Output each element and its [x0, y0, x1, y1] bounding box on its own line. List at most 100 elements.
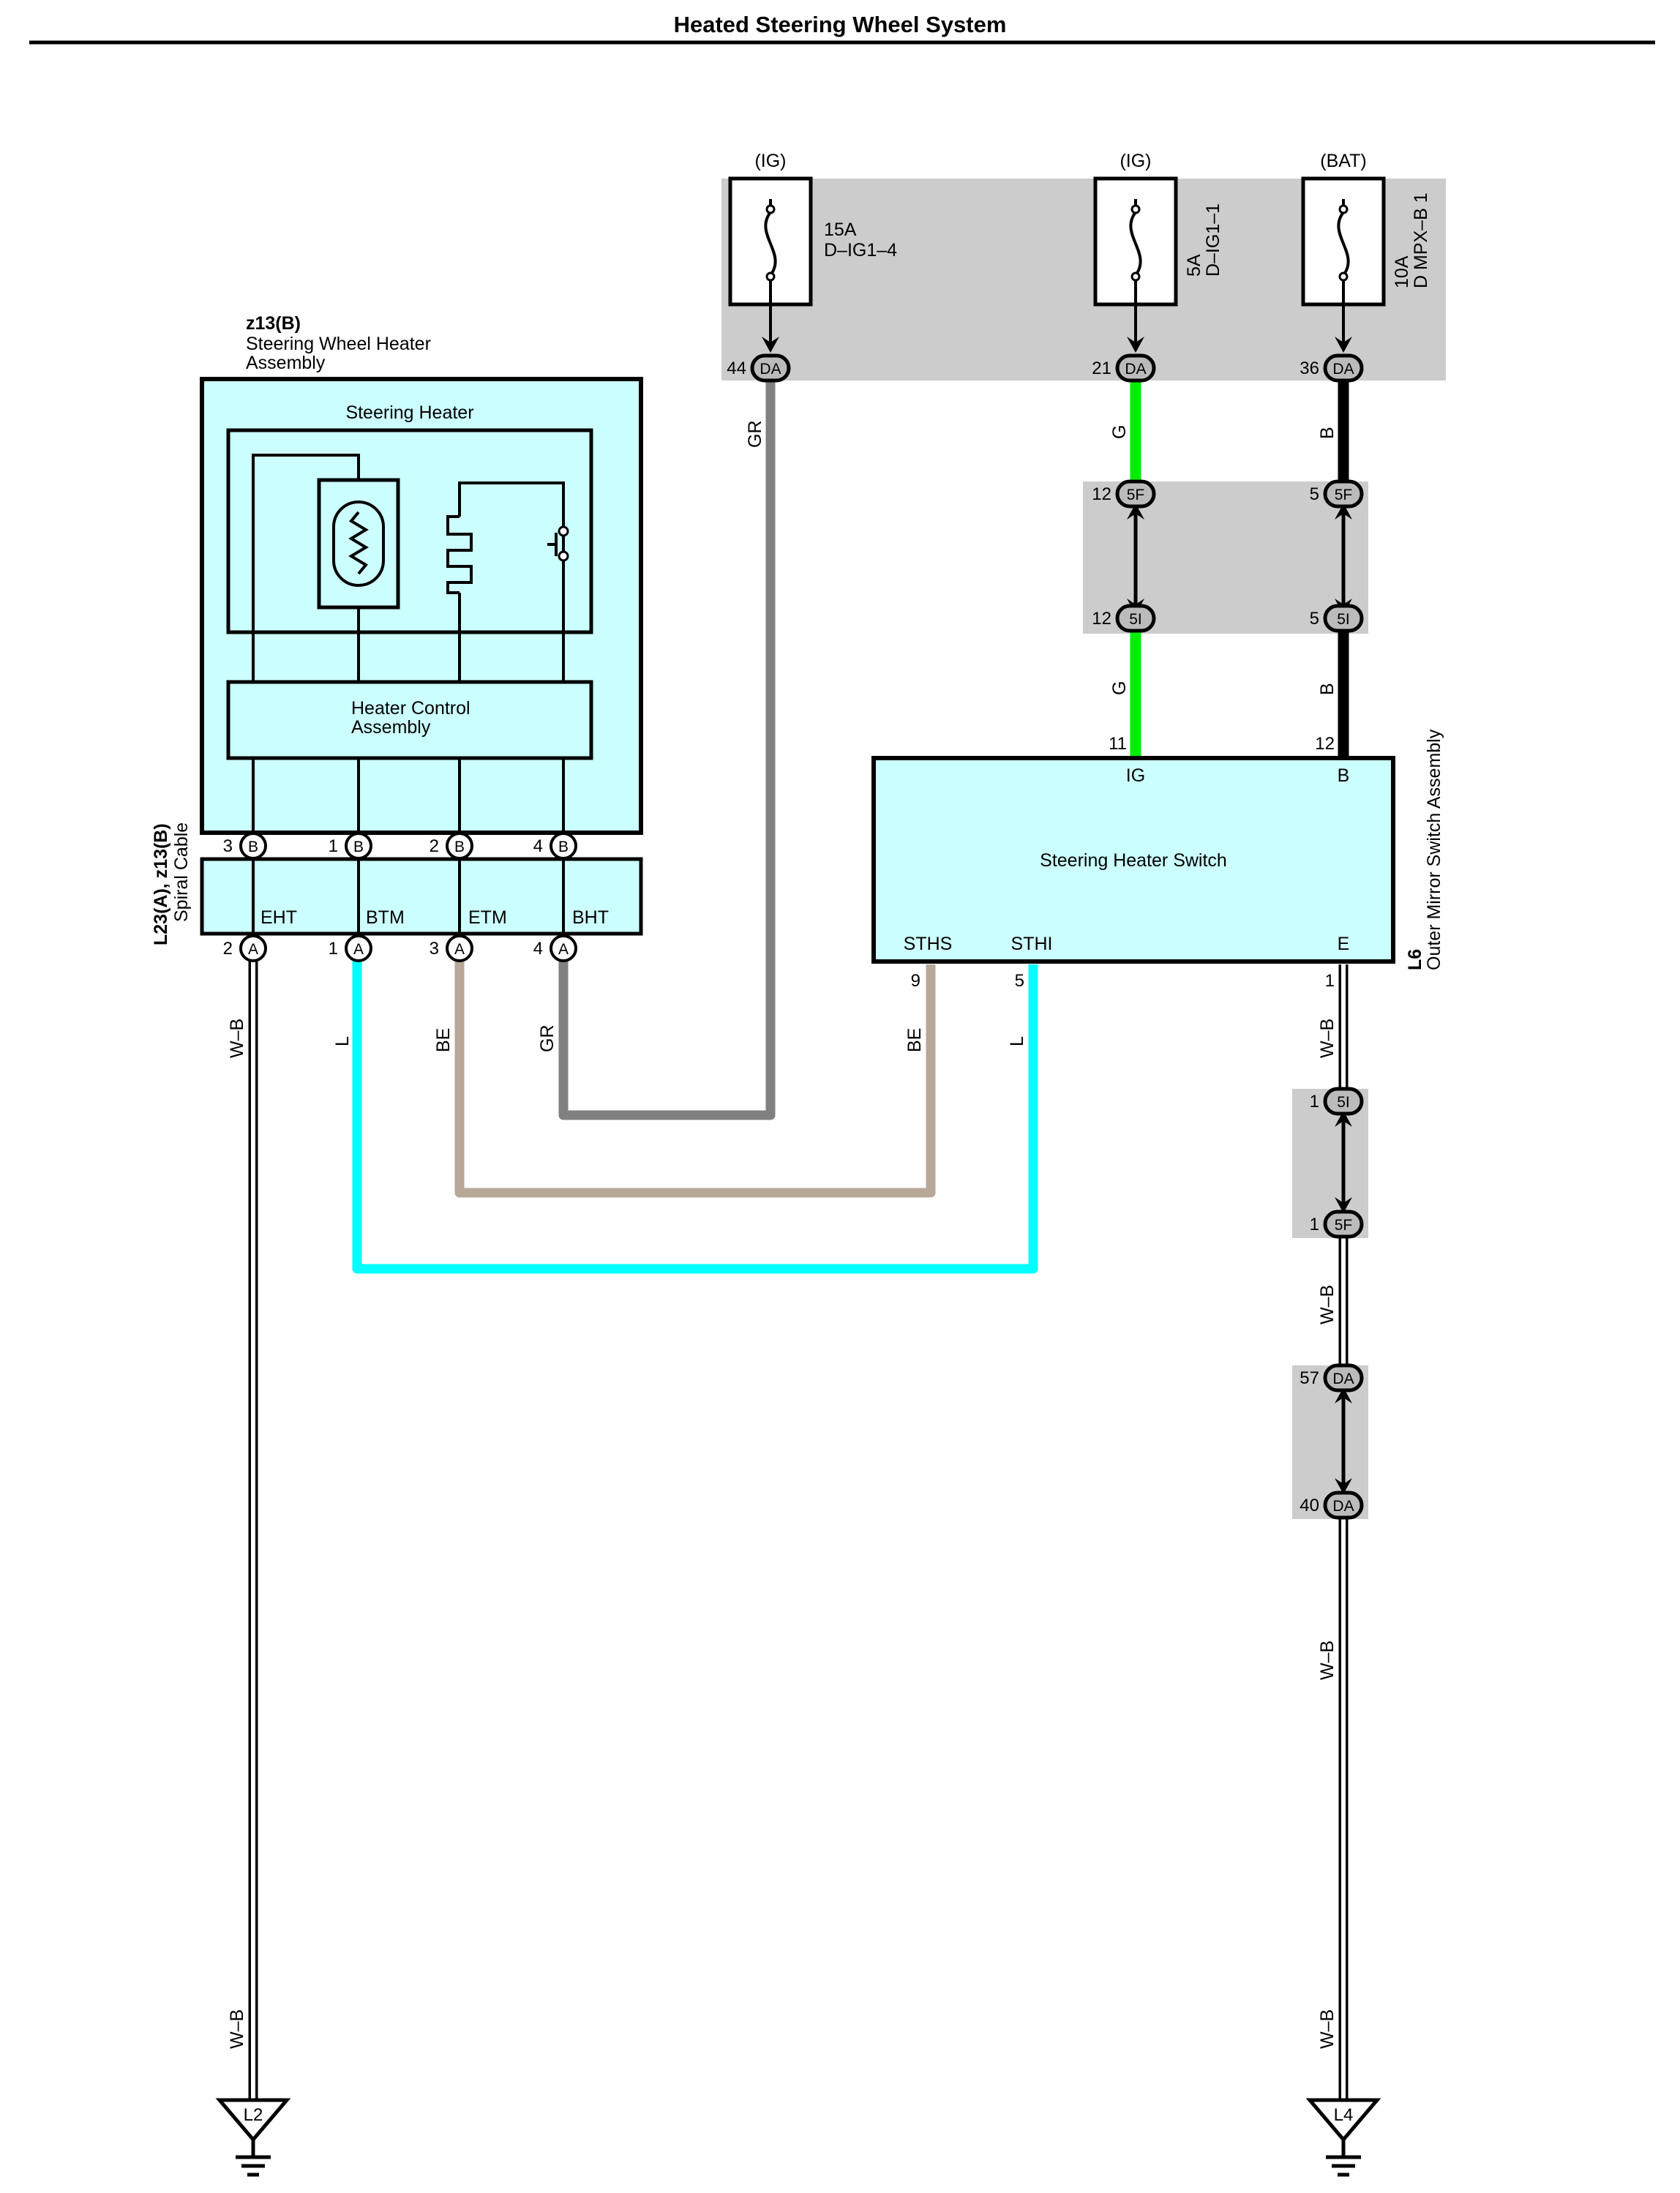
wire-label-wb-left-bottom: W–B: [227, 2009, 247, 2049]
wire-label-be-left: BE: [433, 1028, 454, 1052]
svg-text:DA: DA: [1125, 361, 1146, 378]
connector-5f-g: 5F: [1115, 479, 1156, 509]
pin-40: 40: [1300, 1496, 1319, 1515]
spiral-pin-num-3: 3: [430, 939, 439, 959]
pin-12-5f: 12: [1092, 484, 1111, 504]
spiral-pin-4a: A: [550, 934, 577, 962]
heater-control-label-1: Heater Control: [351, 698, 470, 719]
assembly-pin-3b: B: [239, 832, 267, 860]
svg-text:5I: 5I: [1129, 611, 1142, 628]
fuse-1-source: (IG): [754, 151, 786, 171]
pin-44: 44: [727, 359, 746, 378]
heater-control-assembly: [226, 680, 593, 760]
terminal-bht: BHT: [572, 907, 609, 928]
switch-label: Steering Heater Switch: [1040, 850, 1227, 871]
svg-text:5F: 5F: [1335, 1217, 1353, 1234]
fuse-2: [1093, 176, 1178, 353]
wire-label-wb-right-1: W–B: [1317, 1019, 1338, 1058]
wire-label-wb-right-2: W–B: [1317, 1285, 1338, 1324]
steering-heater-label: Steering Heater: [345, 402, 473, 423]
switch-terminal-sths: STHS: [904, 934, 953, 954]
connector-5i-b: 5I: [1323, 604, 1364, 633]
heater-element-icon: [317, 478, 400, 610]
pin-36: 36: [1300, 359, 1319, 378]
switch-pin-12: 12: [1315, 734, 1335, 754]
assembly-pin-2b: B: [446, 832, 473, 860]
assembly-pin-num-4: 4: [533, 836, 543, 856]
wire-l: [352, 951, 1038, 1274]
assembly-pin-4b: B: [550, 832, 577, 860]
fuse-3-rating: 10A: [1392, 255, 1412, 288]
wire-gr: [558, 382, 776, 1120]
wire-label-gr-left: GR: [537, 1025, 558, 1053]
svg-text:5I: 5I: [1337, 1094, 1350, 1111]
switch-terminal-ig: IG: [1126, 765, 1145, 786]
svg-text:B: B: [454, 839, 465, 855]
fuse-1: [728, 176, 813, 353]
heater-control-label-2: Assembly: [351, 717, 431, 738]
assembly-pin-num-1: 1: [329, 836, 338, 856]
fuse-3: [1301, 176, 1386, 353]
spiral-pin-num-2: 2: [223, 939, 233, 959]
svg-text:B: B: [248, 839, 258, 855]
pin-21: 21: [1092, 359, 1111, 378]
fuse-3-name: D MPX–B 1: [1411, 192, 1431, 288]
svg-text:5F: 5F: [1127, 487, 1145, 503]
ground-l2-label: L2: [244, 2105, 263, 2125]
terminal-etm: ETM: [468, 907, 507, 928]
pin-5-5f: 5: [1310, 484, 1319, 504]
connector-da-40: DA: [1323, 1491, 1364, 1520]
spiral-cable: [200, 857, 643, 936]
svg-text:5I: 5I: [1337, 611, 1350, 628]
thermal-switch-icon: [547, 525, 569, 562]
spiral-pin-num-1: 1: [329, 939, 338, 959]
connector-da-57: DA: [1323, 1363, 1364, 1392]
connector-5f-wb: 5F: [1323, 1210, 1364, 1239]
spiral-pin-1a: A: [345, 934, 372, 962]
assembly-code: z13(B): [246, 313, 301, 334]
wire-label-wb-left-top: W–B: [227, 1019, 247, 1058]
wire-label-l-right: L: [1007, 1036, 1027, 1046]
fuse-2-rating: 5A: [1184, 254, 1204, 277]
switch-pin-11: 11: [1109, 734, 1127, 754]
switch-pin-5: 5: [1015, 971, 1024, 991]
switch-terminal-b: B: [1338, 765, 1350, 786]
svg-text:5F: 5F: [1335, 487, 1353, 503]
connector-da-36: DA: [1323, 353, 1364, 383]
assembly-name-2: Assembly: [246, 353, 326, 373]
ground-l4-label: L4: [1334, 2105, 1354, 2125]
wire-label-l-left: L: [332, 1036, 353, 1046]
wire-label-b-lower: B: [1317, 683, 1338, 695]
junction-arrows: [1127, 503, 1352, 1494]
svg-text:A: A: [248, 941, 258, 958]
assembly-pin-num-3: 3: [223, 836, 233, 856]
svg-text:A: A: [558, 941, 569, 958]
pin-5-5i: 5: [1310, 609, 1319, 629]
svg-text:DA: DA: [1332, 1371, 1354, 1387]
fuse-2-name: D–IG1–1: [1203, 203, 1223, 277]
switch-pin-9: 9: [911, 971, 920, 991]
spiral-pin-3a: A: [446, 934, 473, 962]
connector-da-21: DA: [1115, 353, 1156, 383]
pin-1-5i: 1: [1310, 1092, 1319, 1112]
switch-parent: Outer Mirror Switch Assembly: [1424, 729, 1444, 970]
pin-12-5i: 12: [1092, 609, 1111, 629]
wire-label-b-upper: B: [1317, 427, 1338, 439]
ground-l2-icon: [215, 2098, 291, 2177]
wire-label-wb-right-3: W–B: [1317, 1641, 1338, 1680]
wire-label-g-lower: G: [1109, 681, 1130, 695]
bimetal-sensor-icon: [446, 515, 473, 594]
svg-text:B: B: [353, 839, 364, 855]
connector-5i-g: 5I: [1115, 604, 1156, 633]
connector-da-44: DA: [750, 353, 791, 383]
connector-5i-wb: 5I: [1323, 1087, 1364, 1116]
svg-text:A: A: [454, 941, 465, 958]
spiral-pin-num-4: 4: [533, 939, 543, 959]
spiral-cable-name: Spiral Cable: [171, 822, 192, 922]
pin-1-5f: 1: [1310, 1215, 1319, 1234]
wire-label-gr-fuse: GR: [745, 421, 765, 449]
wire-label-wb-right-bottom: W–B: [1317, 2009, 1338, 2049]
spiral-cable-code: L23(A), z13(B): [151, 823, 171, 945]
fuse-1-rating: 15A: [824, 220, 857, 240]
